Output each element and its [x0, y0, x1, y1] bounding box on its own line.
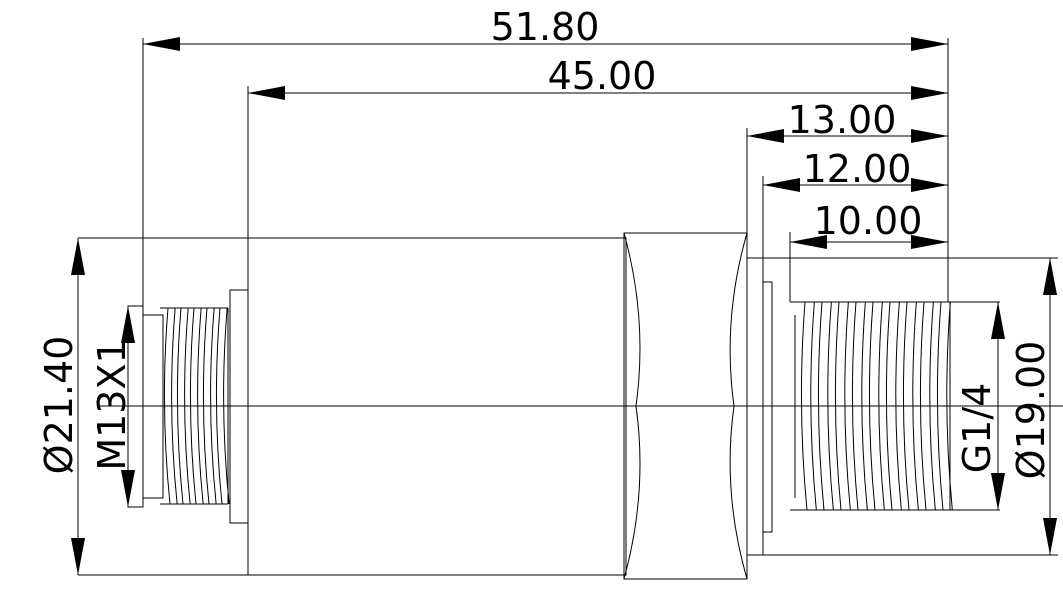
thread-crest — [851, 301, 859, 511]
thread-root — [895, 301, 902, 511]
thread-crest — [868, 301, 876, 511]
dimension-overall-length: 51.80 — [143, 5, 948, 51]
right-thread-label: G1/4 — [955, 383, 999, 474]
thread-crest — [163, 307, 171, 505]
thread-root — [844, 301, 851, 511]
thread-root — [210, 307, 217, 505]
left-thread-label: M13X1 — [90, 339, 134, 470]
dimension-body-length: 45.00 — [248, 54, 948, 100]
thread-root — [810, 301, 817, 511]
thread-crest — [902, 301, 910, 511]
thread-crest — [817, 301, 825, 511]
thread-root — [878, 301, 885, 511]
thread-root — [861, 301, 868, 511]
right-collar — [746, 257, 773, 556]
right-length-13-label: 13.00 — [788, 98, 897, 142]
dimension-left-thread: M13X1 — [90, 306, 135, 507]
thread-root — [827, 301, 834, 511]
thread-root — [184, 307, 191, 505]
thread-root — [223, 307, 230, 505]
left-body-diameter-label: Ø21.40 — [37, 336, 81, 475]
right-diameter-label: Ø19.00 — [1009, 341, 1053, 480]
thread-root — [929, 301, 936, 511]
thread-length-label: 10.00 — [814, 199, 923, 243]
thread-crest — [202, 307, 210, 505]
extension-lines — [78, 38, 1058, 576]
dimension-right-12: 12.00 — [763, 147, 948, 192]
hex-nut — [623, 232, 748, 580]
dimension-right-13: 13.00 — [747, 98, 948, 143]
thread-root — [946, 301, 953, 511]
thread-root — [171, 307, 178, 505]
thread-crest — [189, 307, 197, 505]
thread-root — [197, 307, 204, 505]
thread-crest — [176, 307, 184, 505]
dimension-thread-length: 10.00 — [790, 199, 948, 249]
body-length-label: 45.00 — [548, 54, 657, 98]
dimension-right-diameter: Ø19.00 — [1009, 258, 1057, 555]
thread-crest — [215, 307, 223, 505]
thread-crest — [834, 301, 842, 511]
dimension-left-body-diameter: Ø21.40 — [37, 238, 85, 575]
thread-crest — [936, 301, 944, 511]
right-length-12-label: 12.00 — [803, 147, 912, 191]
thread-crest — [919, 301, 927, 511]
thread-root — [912, 301, 919, 511]
overall-length-label: 51.80 — [491, 5, 600, 49]
thread-crest — [800, 301, 808, 511]
left-collar — [229, 289, 249, 524]
thread-crest — [885, 301, 893, 511]
dimension-right-thread: G1/4 — [955, 302, 1005, 510]
